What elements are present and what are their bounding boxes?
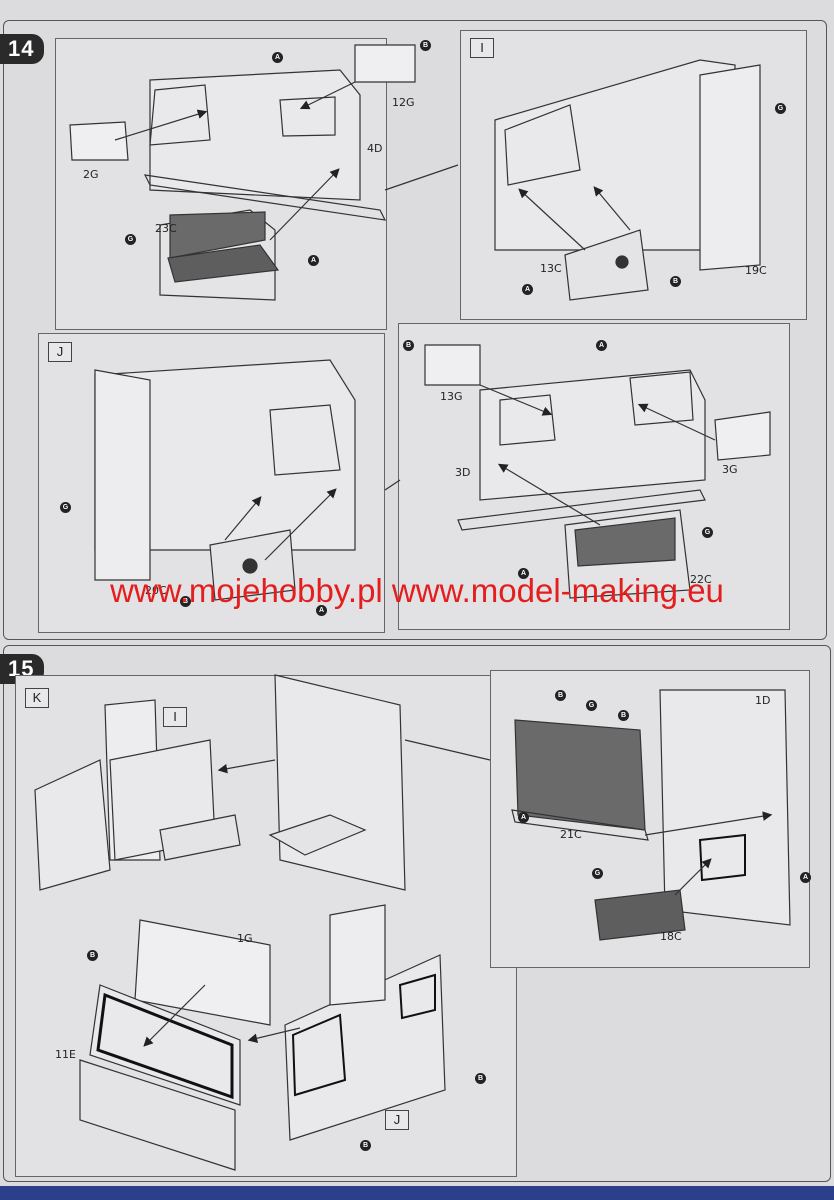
callout-b-icon: B bbox=[670, 276, 681, 287]
callout-a-icon: A bbox=[596, 340, 607, 351]
callout-b-icon: B bbox=[403, 340, 414, 351]
callout-b-icon: B bbox=[618, 710, 629, 721]
callout-b-icon: B bbox=[475, 1073, 486, 1084]
callout-a-icon: A bbox=[272, 52, 283, 63]
part-label-19c: 19C bbox=[745, 264, 767, 277]
part-label-1g: 1G bbox=[237, 932, 253, 945]
callout-a-icon: A bbox=[518, 812, 529, 823]
callout-g-icon: G bbox=[586, 700, 597, 711]
callout-a-icon: A bbox=[308, 255, 319, 266]
part-label-21c: 21C bbox=[560, 828, 582, 841]
subassembly-j-label: J bbox=[48, 342, 72, 362]
callout-b-icon: B bbox=[420, 40, 431, 51]
part-label-23c: 23C bbox=[155, 222, 177, 235]
watermark-urls: www.mojehobby.pl www.model-making.eu bbox=[110, 572, 724, 609]
part-label-2g: 2G bbox=[83, 168, 99, 181]
callout-a-icon: A bbox=[316, 605, 327, 616]
callout-b-icon: B bbox=[555, 690, 566, 701]
part-label-1d: 1D bbox=[755, 694, 771, 707]
part-label-12g: 12G bbox=[392, 96, 415, 109]
callout-b-icon: B bbox=[180, 596, 191, 607]
part-label-3d: 3D bbox=[455, 466, 471, 479]
part-label-4d: 4D bbox=[367, 142, 383, 155]
part-label-3g: 3G bbox=[722, 463, 738, 476]
part-label-18c: 18C bbox=[660, 930, 682, 943]
callout-a-icon: A bbox=[800, 872, 811, 883]
step-14-badge: 14 bbox=[0, 34, 45, 64]
callout-b-icon: B bbox=[87, 950, 98, 961]
subassembly-j-ref-label: J bbox=[385, 1110, 409, 1130]
subassembly-k-label: K bbox=[25, 688, 49, 708]
subassembly-i-label: I bbox=[470, 38, 494, 58]
callout-g-icon: G bbox=[592, 868, 603, 879]
step-14-frame bbox=[3, 20, 827, 640]
callout-g-icon: G bbox=[775, 103, 786, 114]
callout-g-icon: G bbox=[702, 527, 713, 538]
part-label-22c: 22C bbox=[690, 573, 712, 586]
part-label-20c: 20C bbox=[145, 584, 167, 597]
part-label-11e: 11E bbox=[55, 1048, 76, 1061]
callout-a-icon: A bbox=[522, 284, 533, 295]
callout-g-icon: G bbox=[60, 502, 71, 513]
callout-b-icon: B bbox=[360, 1140, 371, 1151]
background-strip bbox=[0, 1186, 834, 1200]
part-label-13g: 13G bbox=[440, 390, 463, 403]
subassembly-i-ref-label: I bbox=[163, 707, 187, 727]
part-label-13c: 13C bbox=[540, 262, 562, 275]
step-15-frame bbox=[3, 645, 831, 1182]
callout-g-icon: G bbox=[125, 234, 136, 245]
callout-a-icon: A bbox=[518, 568, 529, 579]
